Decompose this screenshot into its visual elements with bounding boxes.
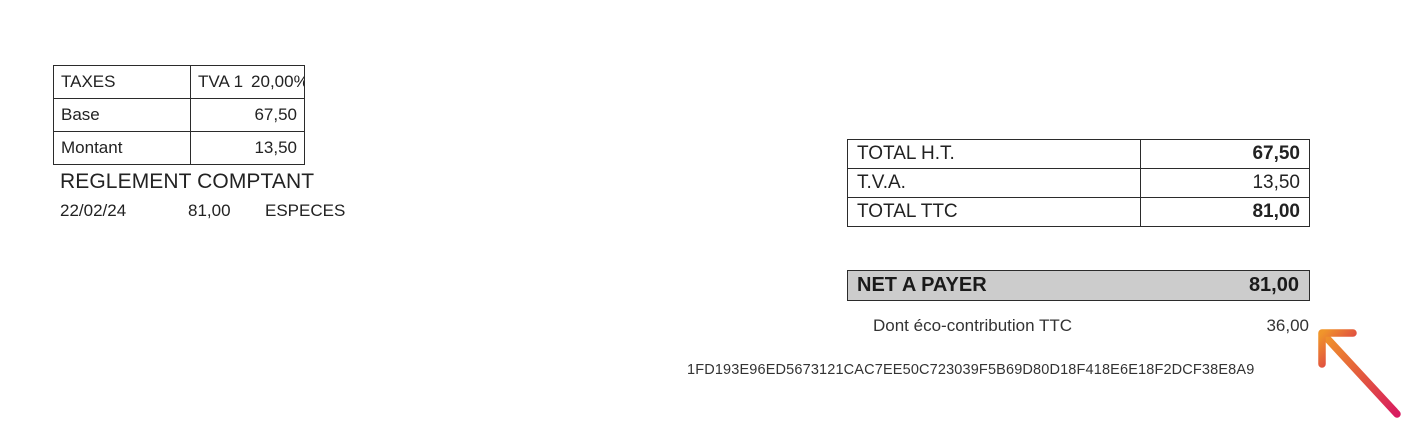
net-to-pay-bar: NET A PAYER 81,00: [847, 270, 1310, 301]
taxes-header-rate-cell: TVA 1 20,00%: [190, 65, 305, 99]
annotation-arrow-icon: [1318, 329, 1401, 418]
taxes-base-label: Base: [53, 98, 191, 132]
taxes-base-value: 67,50: [190, 98, 305, 132]
tva-total-label: T.V.A.: [847, 168, 1141, 198]
reglement-title: REGLEMENT COMPTANT: [60, 170, 315, 193]
eco-contribution-label: Dont éco-contribution TTC: [873, 316, 1073, 335]
taxes-header-label: TAXES: [53, 65, 191, 99]
totals-table: TOTAL H.T. 67,50 T.V.A. 13,50 TOTAL TTC …: [847, 139, 1310, 227]
eco-contribution-value: 36,00: [1266, 316, 1309, 335]
eco-contribution-row: Dont éco-contribution TTC 36,00: [847, 316, 1310, 338]
table-row: Montant 13,50: [53, 131, 305, 165]
total-ttc-value: 81,00: [1140, 197, 1310, 227]
payment-amount: 81,00: [188, 201, 231, 220]
signature-hash: 1FD193E96ED5673121CAC7EE50C723039F5B69D8…: [687, 362, 1255, 378]
taxes-table: TAXES TVA 1 20,00% Base 67,50 Montant 13,…: [53, 65, 305, 165]
table-row: T.V.A. 13,50: [847, 168, 1310, 198]
tva-rate-label: 20,00%: [251, 72, 305, 91]
tva-code-label: TVA 1: [198, 72, 244, 91]
tva-total-value: 13,50: [1140, 168, 1310, 198]
payment-method: ESPECES: [265, 201, 346, 220]
table-row: TAXES TVA 1 20,00%: [53, 65, 305, 99]
net-to-pay-value: 81,00: [1248, 274, 1299, 296]
table-row: TOTAL TTC 81,00: [847, 197, 1310, 227]
payment-row: 22/02/24 81,00 ESPECES: [60, 201, 370, 223]
payment-date: 22/02/24: [60, 201, 127, 220]
taxes-montant-value: 13,50: [190, 131, 305, 165]
total-ht-label: TOTAL H.T.: [847, 139, 1141, 169]
taxes-montant-label: Montant: [53, 131, 191, 165]
table-row: Base 67,50: [53, 98, 305, 132]
total-ht-value: 67,50: [1140, 139, 1310, 169]
taxes-table-block: TAXES TVA 1 20,00% Base 67,50 Montant 13,…: [53, 65, 305, 165]
table-row: TOTAL H.T. 67,50: [847, 139, 1310, 169]
totals-table-block: TOTAL H.T. 67,50 T.V.A. 13,50 TOTAL TTC …: [847, 139, 1310, 227]
total-ttc-label: TOTAL TTC: [847, 197, 1141, 227]
net-to-pay-label: NET A PAYER: [857, 274, 987, 296]
